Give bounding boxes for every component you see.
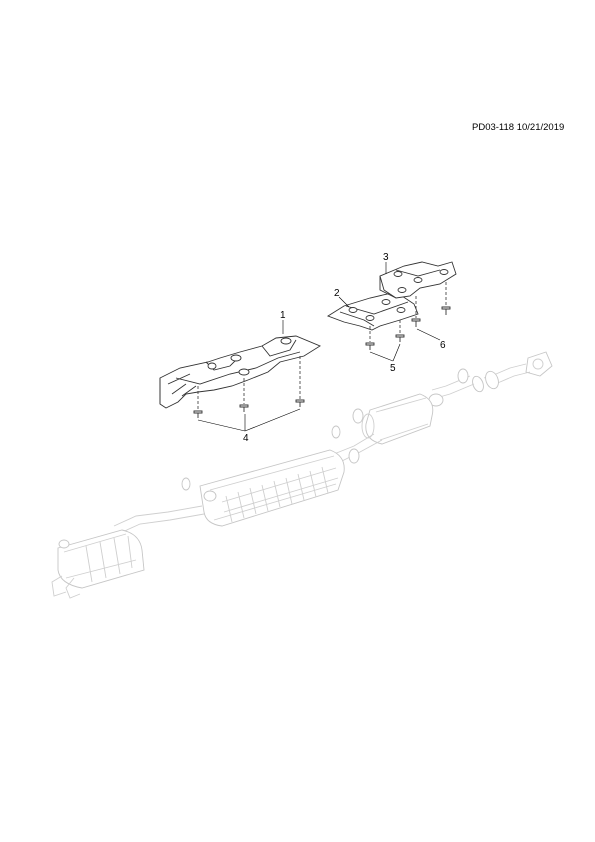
document-code: PD03-118 10/21/2019 bbox=[472, 122, 565, 133]
fastener-6 bbox=[411, 306, 451, 327]
front-flange bbox=[525, 351, 553, 377]
heat-shield-3 bbox=[379, 261, 457, 299]
callout-5: 5 bbox=[390, 363, 396, 374]
callout-2: 2 bbox=[334, 288, 340, 299]
rear-pipe bbox=[113, 505, 205, 535]
heat-shield-1 bbox=[159, 335, 321, 409]
callout-6: 6 bbox=[440, 340, 446, 351]
intermediate-pipe bbox=[181, 425, 383, 491]
front-pipe bbox=[428, 363, 531, 407]
exhaust-system bbox=[51, 351, 553, 599]
fastener-4 bbox=[193, 399, 305, 418]
fastener-5 bbox=[365, 334, 405, 350]
callout-4: 4 bbox=[243, 433, 249, 444]
rear-muffler bbox=[51, 529, 145, 599]
callout-3: 3 bbox=[383, 252, 389, 263]
callout-1: 1 bbox=[280, 310, 286, 321]
center-muffler bbox=[199, 449, 345, 527]
leader-lines bbox=[197, 262, 441, 432]
catalytic-converter bbox=[352, 393, 434, 445]
heat-shield-2 bbox=[326, 291, 419, 331]
